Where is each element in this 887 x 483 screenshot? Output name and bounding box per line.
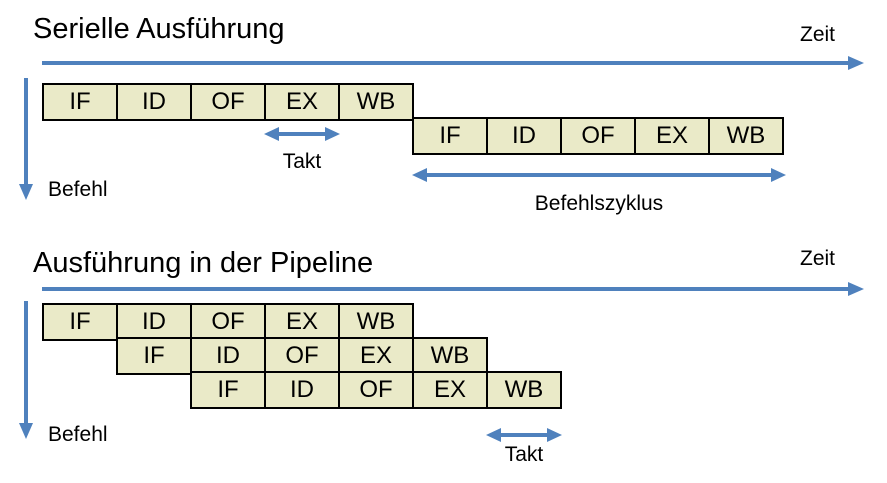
time-axis-arrow-icon xyxy=(42,54,864,72)
pipeline-instruction-3-row: IF ID OF EX WB xyxy=(190,371,562,409)
stage-cell: EX xyxy=(264,83,340,121)
stage-cell: EX xyxy=(338,337,414,375)
time-axis-arrow-icon xyxy=(42,280,864,298)
clock-period-label: Takt xyxy=(504,443,544,466)
stage-cell: IF xyxy=(42,303,118,341)
serial-instruction-2-row: IF ID OF EX WB xyxy=(412,117,784,155)
stage-cell: ID xyxy=(116,83,192,121)
stage-cell: WB xyxy=(338,83,414,121)
stage-cell: EX xyxy=(412,371,488,409)
time-axis-label: Zeit xyxy=(800,247,836,270)
pipeline-section-title: Ausführung in der Pipeline xyxy=(33,247,374,279)
instruction-cycle-label: Befehlszyklus xyxy=(534,192,664,215)
stage-cell: EX xyxy=(634,117,710,155)
stage-cell: ID xyxy=(116,303,192,341)
clock-period-arrow-icon xyxy=(486,426,562,444)
stage-cell: EX xyxy=(264,303,340,341)
serial-execution-section: Serielle Ausführung Zeit Befehl IF ID OF… xyxy=(0,0,887,240)
stage-cell: OF xyxy=(338,371,414,409)
stage-cell: ID xyxy=(486,117,562,155)
stage-cell: WB xyxy=(486,371,562,409)
stage-cell: OF xyxy=(190,303,266,341)
clock-period-arrow-icon xyxy=(264,125,340,143)
stage-cell: OF xyxy=(264,337,340,375)
stage-cell: IF xyxy=(42,83,118,121)
instruction-axis-label: Befehl xyxy=(48,178,108,201)
stage-cell: IF xyxy=(412,117,488,155)
stage-cell: ID xyxy=(264,371,340,409)
stage-cell: WB xyxy=(412,337,488,375)
clock-period-label: Takt xyxy=(282,150,322,173)
stage-cell: ID xyxy=(190,337,266,375)
stage-cell: OF xyxy=(190,83,266,121)
serial-instruction-1-row: IF ID OF EX WB xyxy=(42,83,414,121)
stage-cell: IF xyxy=(116,337,192,375)
stage-cell: WB xyxy=(708,117,784,155)
serial-section-title: Serielle Ausführung xyxy=(33,13,285,45)
instruction-axis-arrow-icon xyxy=(17,301,35,439)
pipeline-instruction-1-row: IF ID OF EX WB xyxy=(42,303,414,341)
time-axis-label: Zeit xyxy=(800,23,836,46)
pipelined-execution-section: Ausführung in der Pipeline Zeit Befehl I… xyxy=(0,240,887,483)
instruction-cycle-arrow-icon xyxy=(412,166,786,184)
stage-cell: OF xyxy=(560,117,636,155)
instruction-axis-label: Befehl xyxy=(48,423,108,446)
pipeline-instruction-2-row: IF ID OF EX WB xyxy=(116,337,488,375)
stage-cell: WB xyxy=(338,303,414,341)
instruction-axis-arrow-icon xyxy=(17,78,35,200)
stage-cell: IF xyxy=(190,371,266,409)
